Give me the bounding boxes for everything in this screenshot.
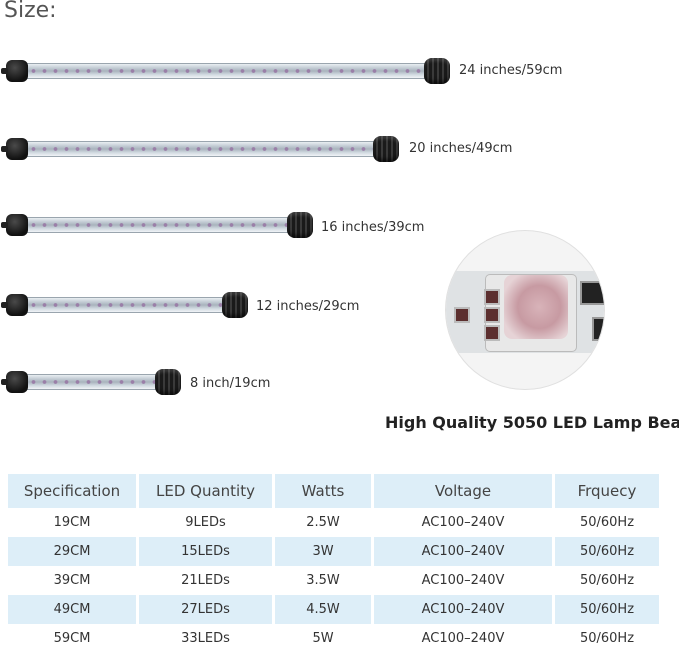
end-cap-right [287,212,313,238]
table-row: 19CM 9LEDs 2.5W AC100–240V 50/60Hz [8,508,662,537]
cell-frequency: 50/60Hz [555,537,662,566]
cell-specification: 49CM [8,595,139,624]
cell-frequency: 50/60Hz [555,595,662,624]
header-specification: Specification [8,474,139,508]
cell-frequency: 50/60Hz [555,624,662,653]
led-beads [28,380,159,384]
table-row: 49CM 27LEDs 4.5W AC100–240V 50/60Hz [8,595,662,624]
cell-frequency: 50/60Hz [555,566,662,595]
end-cap-left [1,294,28,316]
end-cap-left [1,60,28,82]
cell-voltage: AC100–240V [374,566,555,595]
cell-watts: 2.5W [275,508,374,537]
end-cap-left [1,138,28,160]
end-cap-right [373,136,399,162]
end-cap-right [155,369,181,395]
cell-specification: 19CM [8,508,139,537]
cell-voltage: AC100–240V [374,537,555,566]
led-bar-8in [1,369,181,395]
led-bar-20in [1,136,399,162]
led-beads [28,303,226,307]
cell-specification: 59CM [8,624,139,653]
cell-led-quantity: 33LEDs [139,624,275,653]
table-row: 59CM 33LEDs 5W AC100–240V 50/60Hz [8,624,662,653]
cell-led-quantity: 27LEDs [139,595,275,624]
cell-watts: 5W [275,624,374,653]
size-heading: Size: [4,0,57,23]
tube [22,63,434,79]
led-closeup-image [446,231,604,389]
led-beads [28,147,377,151]
cell-specification: 39CM [8,566,139,595]
tube [22,217,297,233]
led-lens [504,275,568,339]
bar-label-24in: 24 inches/59cm [459,63,563,78]
bar-label-20in: 20 inches/49cm [409,141,513,156]
tube [22,141,383,157]
led-pad [454,307,470,323]
header-led-quantity: LED Quantity [139,474,275,508]
resistor-chip [592,317,604,341]
table-row: 39CM 21LEDs 3.5W AC100–240V 50/60Hz [8,566,662,595]
tube [22,297,232,313]
cell-watts: 3W [275,537,374,566]
led-bar-12in [1,292,248,318]
bar-label-8in: 8 inch/19cm [190,376,271,391]
cell-watts: 3.5W [275,566,374,595]
led-bar-24in [1,58,450,84]
bar-label-16in: 16 inches/39cm [321,220,425,235]
end-cap-left [1,214,28,236]
resistor-chip [580,281,604,305]
cell-led-quantity: 9LEDs [139,508,275,537]
led-pad [484,325,500,341]
led-pad [484,289,500,305]
cell-voltage: AC100–240V [374,595,555,624]
table-header-row: Specification LED Quantity Watts Voltage… [8,474,662,508]
cell-led-quantity: 15LEDs [139,537,275,566]
cell-voltage: AC100–240V [374,624,555,653]
tube [22,374,165,390]
led-pad [484,307,500,323]
bar-label-12in: 12 inches/29cm [256,299,360,314]
led-beads [28,69,428,73]
header-watts: Watts [275,474,374,508]
cell-specification: 29CM [8,537,139,566]
cell-voltage: AC100–240V [374,508,555,537]
led-bar-16in [1,212,313,238]
header-frequency: Frquecy [555,474,662,508]
table-row: 29CM 15LEDs 3W AC100–240V 50/60Hz [8,537,662,566]
spec-table: Specification LED Quantity Watts Voltage… [8,474,662,653]
header-voltage: Voltage [374,474,555,508]
cell-watts: 4.5W [275,595,374,624]
led-beads [28,223,291,227]
closeup-caption: High Quality 5050 LED Lamp Beads [385,413,679,432]
cell-frequency: 50/60Hz [555,508,662,537]
cell-led-quantity: 21LEDs [139,566,275,595]
end-cap-right [424,58,450,84]
end-cap-left [1,371,28,393]
end-cap-right [222,292,248,318]
